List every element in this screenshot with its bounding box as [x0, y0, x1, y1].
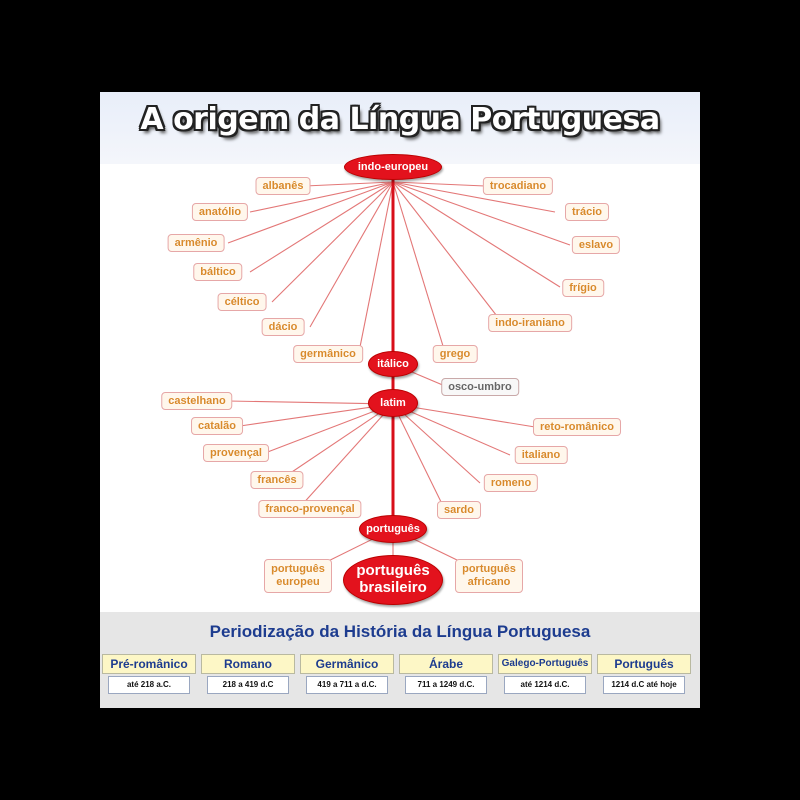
node-portugues-label: português — [366, 523, 420, 535]
lang-indo-iraniano: indo-iraniano — [488, 314, 572, 332]
lang-portugues-africano: português africano — [455, 559, 523, 593]
period-arabe: Árabe 711 a 1249 d.C. — [399, 654, 493, 694]
lang-tracio: trácio — [565, 203, 609, 221]
lang-grego: grego — [432, 345, 478, 363]
lang-eslavo: eslavo — [571, 236, 621, 254]
lang-portugues-europeu-line1: português — [271, 563, 325, 575]
period-name: Pré-românico — [102, 654, 196, 674]
diagram-panel: A origem da Língua Portuguesa — [100, 92, 700, 708]
periodization-section: Periodização da História da Língua Portu… — [100, 612, 700, 708]
lang-frances: francês — [250, 471, 304, 489]
title-band — [100, 92, 700, 164]
lang-portugues-europeu: português europeu — [264, 559, 332, 593]
node-portugues-brasileiro-line2: brasileiro — [359, 579, 427, 596]
lang-franco-provencal: franco-provençal — [258, 500, 362, 518]
lang-catalao: catalão — [191, 417, 243, 435]
lang-portugues-europeu-line2: europeu — [276, 576, 320, 588]
lang-trocadiano: trocadiano — [482, 177, 554, 195]
lang-romeno: romeno — [483, 474, 539, 492]
lang-celtico: céltico — [217, 293, 267, 311]
period-portugues: Português 1214 d.C até hoje — [597, 654, 691, 694]
lang-albanes: albanês — [255, 177, 311, 195]
periodization-title: Periodização da História da Língua Portu… — [209, 622, 591, 641]
lang-armenio: armênio — [167, 234, 225, 252]
period-range: 218 a 419 d.C — [207, 676, 289, 694]
period-galego-portugues: Galego-Português até 1214 d.C. — [498, 654, 592, 694]
lang-baltico: báltico — [193, 263, 243, 281]
period-range: até 218 a.C. — [108, 676, 190, 694]
lang-germanico: germânico — [293, 345, 363, 363]
lang-dacio: dácio — [261, 318, 305, 336]
node-italico: itálico — [368, 351, 418, 377]
period-pre-romanico: Pré-românico até 218 a.C. — [102, 654, 196, 694]
period-name: Germânico — [300, 654, 394, 674]
node-indo-europeu: indo-europeu — [344, 154, 442, 180]
lang-castelhano: castelhano — [161, 392, 233, 410]
page-title: A origem da Língua Portuguesa — [140, 102, 660, 137]
period-name: Romano — [201, 654, 295, 674]
period-germanico: Germânico 419 a 711 a d.C. — [300, 654, 394, 694]
lang-osco-umbro: osco-umbro — [441, 378, 519, 396]
period-range: 711 a 1249 d.C. — [405, 676, 487, 694]
node-latim-label: latim — [380, 397, 406, 409]
node-indo-europeu-label: indo-europeu — [357, 161, 429, 173]
lang-portugues-africano-line1: português — [462, 563, 516, 575]
period-range: 1214 d.C até hoje — [603, 676, 685, 694]
period-range: até 1214 d.C. — [504, 676, 586, 694]
period-name: Português — [597, 654, 691, 674]
period-romano: Romano 218 a 419 d.C — [201, 654, 295, 694]
lang-italiano: italiano — [514, 446, 568, 464]
lang-frigio: frígio — [562, 279, 604, 297]
period-name: Árabe — [399, 654, 493, 674]
node-portugues-brasileiro-line1: português — [356, 562, 430, 579]
node-portugues-brasileiro: português brasileiro — [343, 555, 443, 605]
node-portugues: português — [359, 515, 427, 543]
node-latim: latim — [368, 389, 418, 417]
period-name: Galego-Português — [498, 654, 592, 674]
lang-provencal: provençal — [203, 444, 269, 462]
lang-reto-romanico: reto-românico — [533, 418, 621, 436]
lang-portugues-africano-line2: africano — [467, 576, 511, 588]
lang-sardo: sardo — [437, 501, 481, 519]
period-range: 419 a 711 a d.C. — [306, 676, 388, 694]
node-italico-label: itálico — [377, 358, 409, 370]
lang-anatolio: anatólio — [191, 203, 249, 221]
